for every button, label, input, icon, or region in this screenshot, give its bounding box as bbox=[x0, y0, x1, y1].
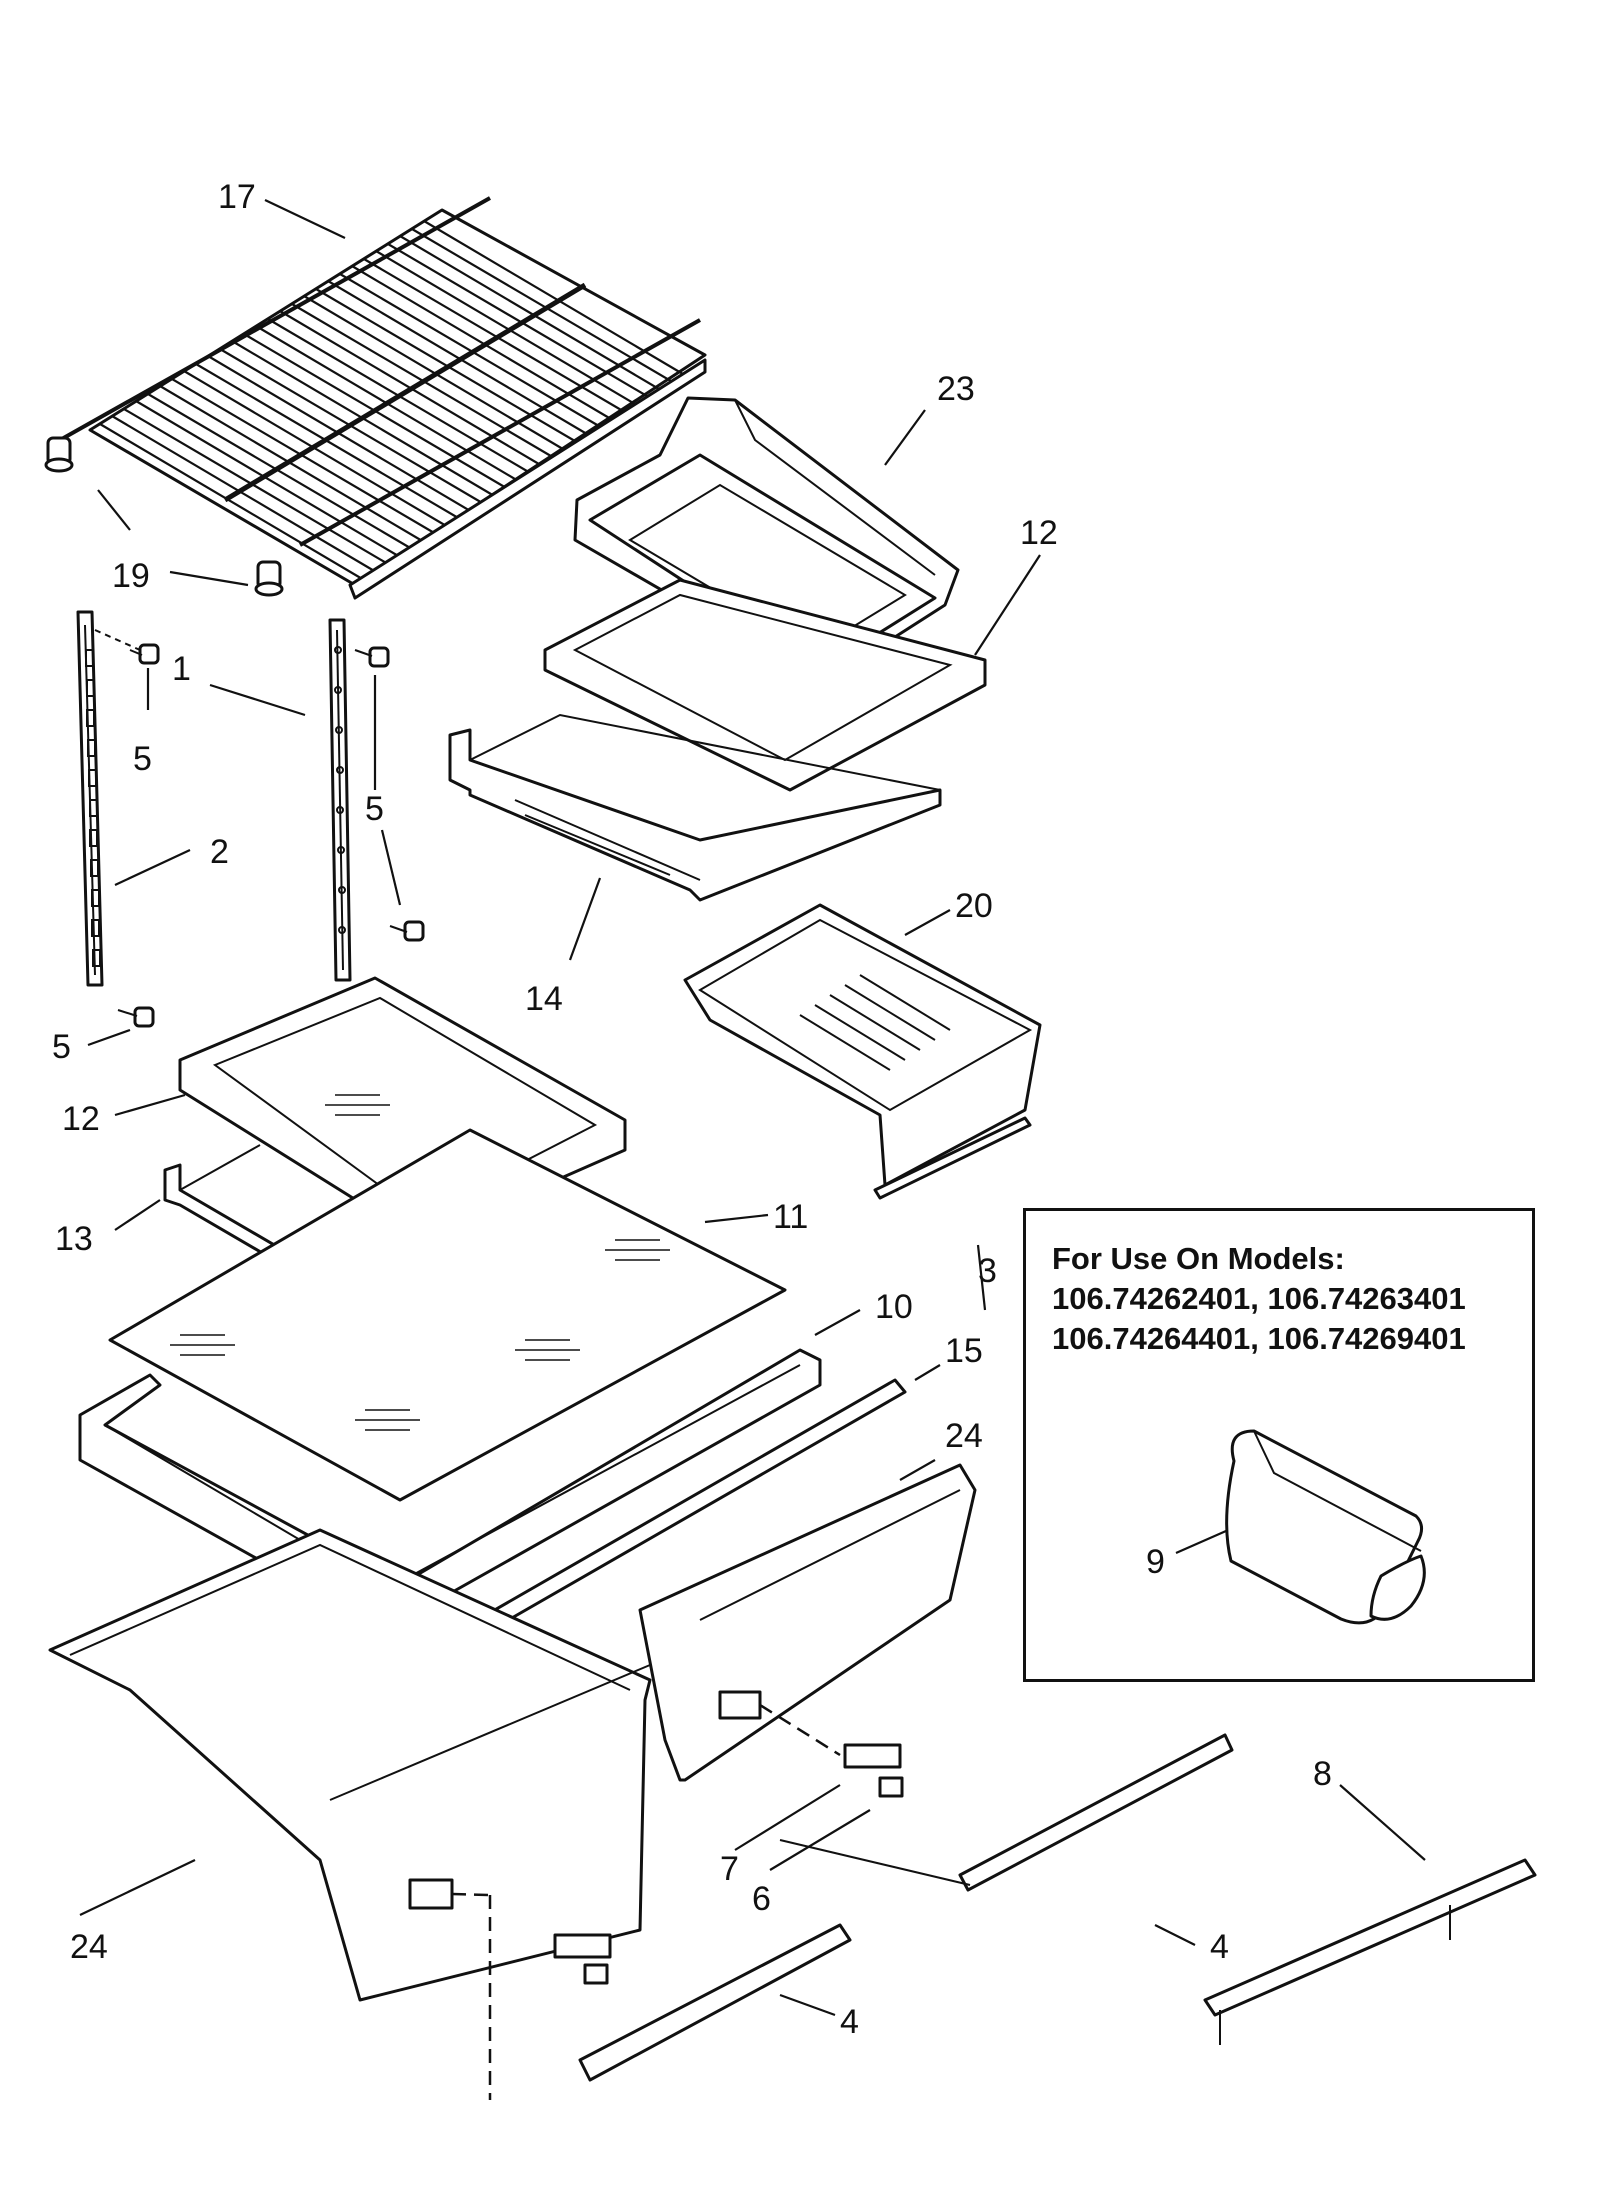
callout-11: 11 bbox=[773, 1198, 808, 1236]
callout-7: 7 bbox=[720, 1850, 739, 1888]
wire-shelf bbox=[44, 196, 707, 600]
screw-3 bbox=[389, 920, 425, 942]
crisper-cover-upper bbox=[543, 578, 987, 792]
callout-8: 8 bbox=[1313, 1755, 1332, 1793]
leader-lines bbox=[79, 199, 1426, 2017]
drawer-trim-left bbox=[578, 1923, 852, 2082]
callout-19: 19 bbox=[112, 557, 150, 595]
callout-12-lower: 12 bbox=[62, 1100, 100, 1138]
callout-17: 17 bbox=[218, 178, 256, 216]
shelf-rail-left bbox=[76, 610, 104, 987]
callout-5-a: 5 bbox=[133, 740, 152, 778]
callout-5-b: 5 bbox=[365, 790, 384, 828]
callout-5-c: 5 bbox=[52, 1028, 71, 1066]
callout-9: 9 bbox=[1146, 1543, 1165, 1581]
callout-14: 14 bbox=[525, 980, 563, 1018]
screw-2 bbox=[354, 646, 390, 668]
callout-3: 3 bbox=[978, 1252, 997, 1290]
models-title: For Use On Models: bbox=[1052, 1241, 1345, 1276]
shelf-stud-left bbox=[44, 436, 74, 473]
callout-13: 13 bbox=[55, 1220, 93, 1258]
callout-20: 20 bbox=[955, 887, 993, 925]
models-box-text: For Use On Models: 106.74262401, 106.742… bbox=[1052, 1239, 1466, 1359]
channel-part-9 bbox=[1225, 1429, 1426, 1625]
callout-23: 23 bbox=[937, 370, 975, 408]
models-line-2: 106.74264401, 106.74269401 bbox=[1052, 1321, 1466, 1356]
callout-6: 6 bbox=[752, 1880, 771, 1918]
leader-9 bbox=[1175, 1529, 1227, 1555]
callout-4-left: 4 bbox=[840, 2003, 859, 2041]
drawer-trim-right bbox=[958, 1733, 1234, 1892]
callout-10: 10 bbox=[875, 1288, 913, 1326]
callout-2: 2 bbox=[210, 833, 229, 871]
callout-12-upper: 12 bbox=[1020, 514, 1058, 552]
crisper-cover-trim bbox=[1203, 1858, 1537, 2045]
crisper-glass bbox=[108, 1128, 787, 1502]
storage-bin bbox=[573, 396, 960, 687]
clip-left bbox=[553, 1933, 612, 1985]
clip-right bbox=[843, 1743, 904, 1798]
screw-1 bbox=[94, 629, 160, 665]
callout-24-right: 24 bbox=[945, 1417, 983, 1455]
meat-drawer bbox=[683, 903, 1042, 1187]
crisper-drawer-left bbox=[48, 1528, 652, 2100]
screw-4 bbox=[117, 1006, 155, 1028]
slide-tray bbox=[448, 713, 942, 902]
models-box: For Use On Models: 106.74262401, 106.742… bbox=[1023, 1208, 1535, 1682]
callout-24-left: 24 bbox=[70, 1928, 108, 1966]
callout-15: 15 bbox=[945, 1332, 983, 1370]
callout-4-right: 4 bbox=[1210, 1928, 1229, 1966]
drawer-trim-3 bbox=[873, 1116, 1032, 1200]
shelf-rail-right bbox=[328, 618, 352, 982]
drawer-tab-right bbox=[718, 1690, 841, 1757]
models-line-1: 106.74262401, 106.74263401 bbox=[1052, 1281, 1466, 1316]
callout-1: 1 bbox=[172, 650, 191, 688]
shelf-stud-right bbox=[254, 560, 284, 597]
